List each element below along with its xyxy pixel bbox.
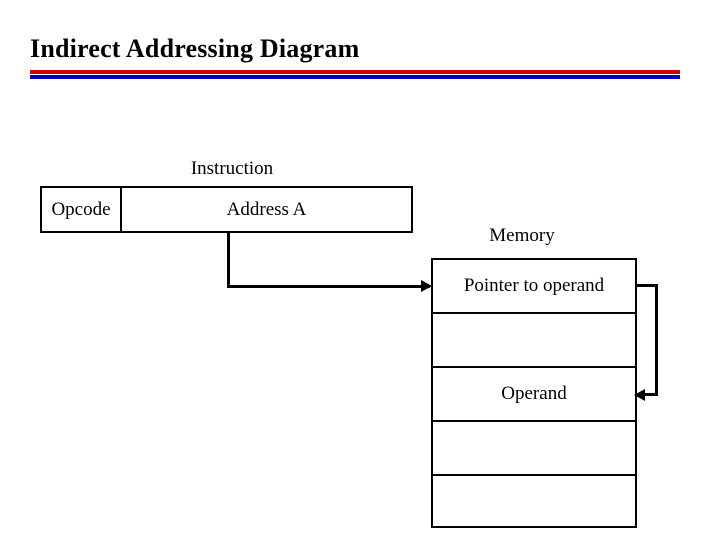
arrow-pointer-to-operand-bottom-segment bbox=[636, 393, 658, 396]
page-title: Indirect Addressing Diagram bbox=[30, 34, 360, 63]
instruction-address-cell: Address A bbox=[226, 198, 307, 220]
memory-cell-pointer: Pointer to operand bbox=[433, 260, 635, 314]
arrow-pointer-to-operand-vertical-segment bbox=[655, 284, 658, 396]
memory-cell-empty-1 bbox=[433, 314, 635, 368]
memory-cell-empty-3 bbox=[433, 476, 635, 528]
arrow-address-to-pointer-horizontal-segment bbox=[227, 285, 430, 288]
memory-cell-operand: Operand bbox=[433, 368, 635, 422]
memory-label: Memory bbox=[489, 225, 555, 246]
memory-box: Pointer to operand Operand bbox=[431, 258, 637, 528]
arrow-pointer-to-operand-head-icon bbox=[634, 389, 645, 401]
instruction-label: Instruction bbox=[190, 158, 274, 179]
arrow-address-to-pointer-head-icon bbox=[421, 280, 432, 292]
arrow-address-to-pointer-vertical-segment bbox=[227, 233, 230, 287]
title-rule-blue bbox=[30, 75, 680, 79]
arrow-pointer-to-operand-top-segment bbox=[636, 284, 658, 287]
title-rule-red bbox=[30, 70, 680, 74]
instruction-opcode-cell: Opcode bbox=[42, 188, 122, 231]
memory-cell-empty-2 bbox=[433, 422, 635, 476]
instruction-box: Opcode Address A bbox=[40, 186, 413, 233]
